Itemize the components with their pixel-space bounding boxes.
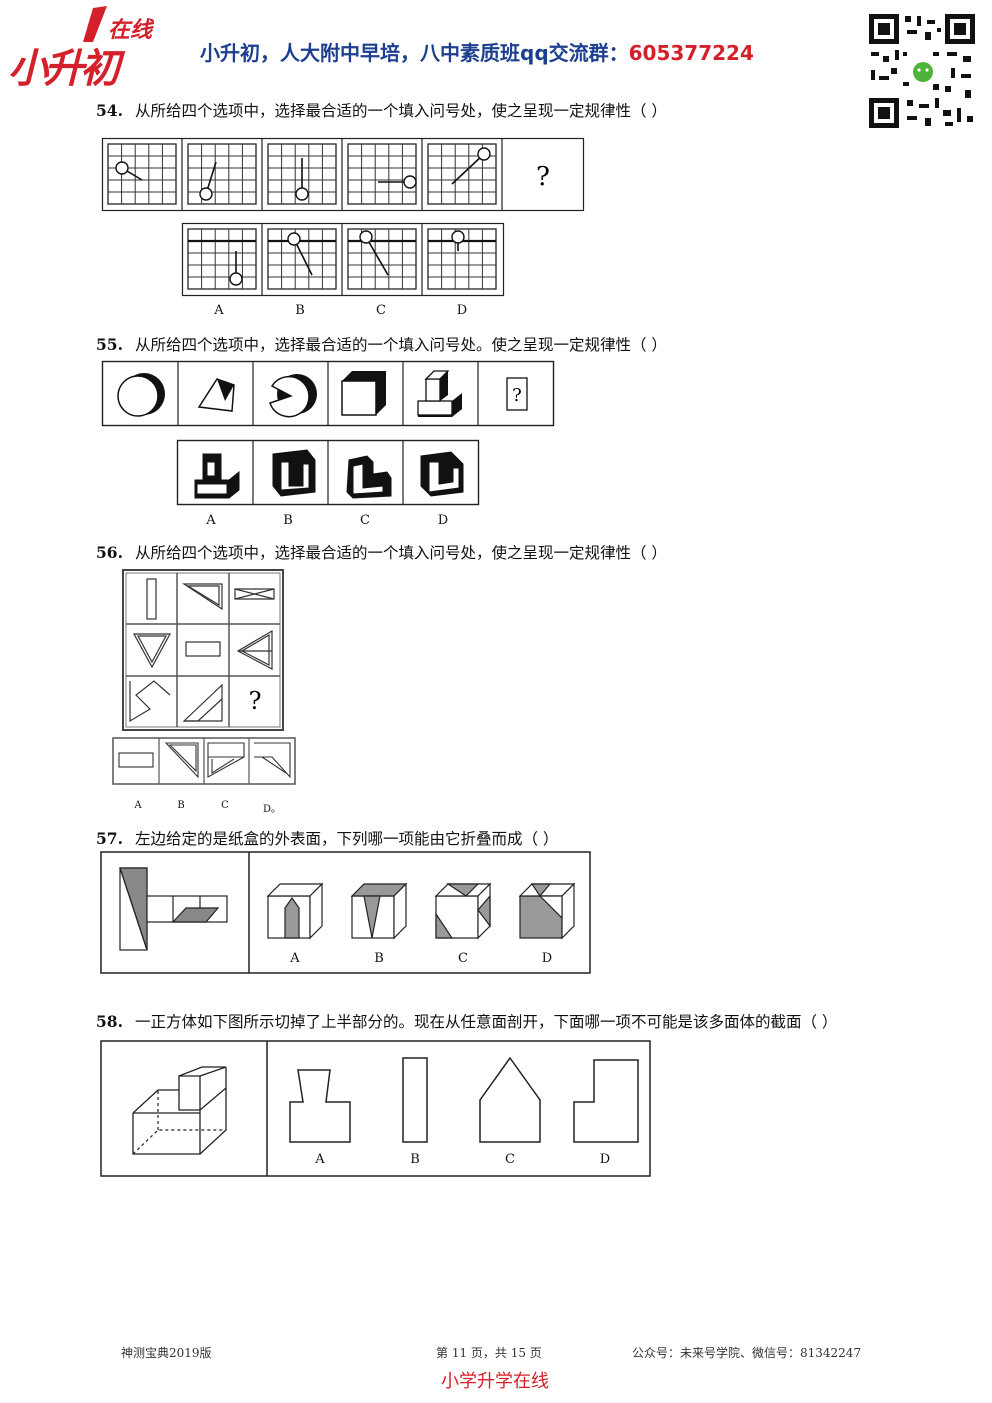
q57-option-c-label: C — [458, 951, 468, 966]
question-text: 一正方体如下图所示切掉了上半部分的。现在从任意面剖开，下面哪一项不可能是该多面体… — [134, 1013, 838, 1031]
question-text: 从所给四个选项中，选择最合适的一个填入问号处，使之呈现一定规律性（ ） — [134, 102, 667, 120]
q54-question-mark: ? — [536, 162, 550, 192]
logo: 在线 小升初 — [8, 4, 168, 92]
q54-option-b-label: B — [295, 303, 305, 318]
q58-figure — [100, 1040, 651, 1177]
q58-option-c-label: C — [505, 1152, 515, 1167]
q56-option-a-label: A — [134, 800, 142, 811]
q55-question-mark: ? — [512, 385, 522, 406]
q58-option-a-label: A — [315, 1152, 325, 1167]
footer-brand: 小学升学在线 — [441, 1371, 549, 1392]
footer-left: 神测宝典2019版 — [121, 1346, 212, 1360]
q55-option-d-label: D — [437, 513, 449, 528]
q55-option-a-label: A — [206, 513, 216, 528]
q54-option-d-label: D — [456, 303, 468, 318]
q54-option-a-label: A — [214, 303, 224, 318]
q55-option-b-label: B — [283, 513, 293, 528]
question-number: 57. — [96, 829, 123, 848]
q57-figure — [100, 851, 591, 974]
question-number: 56. — [96, 543, 123, 562]
q56-option-d-label: D。 — [262, 804, 282, 815]
header-qq-number: 605377224 — [628, 41, 754, 65]
question-text: 左边给定的是纸盒的外表面，下列哪一项能由它折叠而成（ ） — [134, 830, 559, 848]
q57-option-d-label: D — [541, 951, 553, 966]
question-number: 54. — [96, 101, 123, 120]
logo-stroke-icon — [83, 6, 107, 42]
qr-code-icon — [867, 12, 977, 130]
q56-option-c-label: C — [221, 800, 229, 811]
footer-right: 公众号：未来号学院、微信号：81342247 — [632, 1346, 862, 1360]
q54-options-figure — [181, 222, 505, 297]
question-55: 55. 从所给四个选项中，选择最合适的一个填入问号处。使之呈现一定规律性（ ） — [96, 333, 667, 355]
question-text: 从所给四个选项中，选择最合适的一个填入问号处，使之呈现一定规律性（ ） — [134, 544, 667, 562]
question-57: 57. 左边给定的是纸盒的外表面，下列哪一项能由它折叠而成（ ） — [96, 827, 558, 849]
question-number: 58. — [96, 1012, 123, 1031]
question-text: 从所给四个选项中，选择最合适的一个填入问号处。使之呈现一定规律性（ ） — [134, 336, 667, 354]
q54-option-c-label: C — [376, 303, 386, 318]
question-56: 56. 从所给四个选项中，选择最合适的一个填入问号处，使之呈现一定规律性（ ） — [96, 541, 667, 563]
logo-small-text: 在线 — [108, 18, 153, 43]
q55-sequence-figure: ? — [101, 360, 555, 427]
question-number: 55. — [96, 335, 123, 354]
q57-option-b-label: B — [374, 951, 384, 966]
q56-options-figure — [112, 737, 296, 785]
q55-option-c-label: C — [360, 513, 370, 528]
q58-option-b-label: B — [410, 1152, 420, 1167]
q54-sequence-figure: ? — [101, 137, 585, 212]
question-58: 58. 一正方体如下图所示切掉了上半部分的。现在从任意面剖开，下面哪一项不可能是该… — [96, 1010, 837, 1032]
q56-option-b-label: B — [177, 800, 185, 811]
question-54: 54. 从所给四个选项中，选择最合适的一个填入问号处，使之呈现一定规律性（ ） — [96, 99, 667, 121]
q56-question-mark: ? — [249, 687, 262, 715]
header-title: 小升初，人大附中早培，八中素质班qq交流群：605377224 — [200, 37, 754, 66]
q56-grid-figure: ? — [122, 569, 284, 731]
q55-options-figure — [176, 439, 480, 506]
header-title-text: 小升初，人大附中早培，八中素质班qq交流群： — [200, 41, 629, 65]
logo-big-text: 小升初 — [8, 46, 120, 92]
footer-page-number: 第 11 页，共 15 页 — [436, 1346, 542, 1360]
q57-option-a-label: A — [290, 951, 300, 966]
q58-option-d-label: D — [599, 1152, 611, 1167]
